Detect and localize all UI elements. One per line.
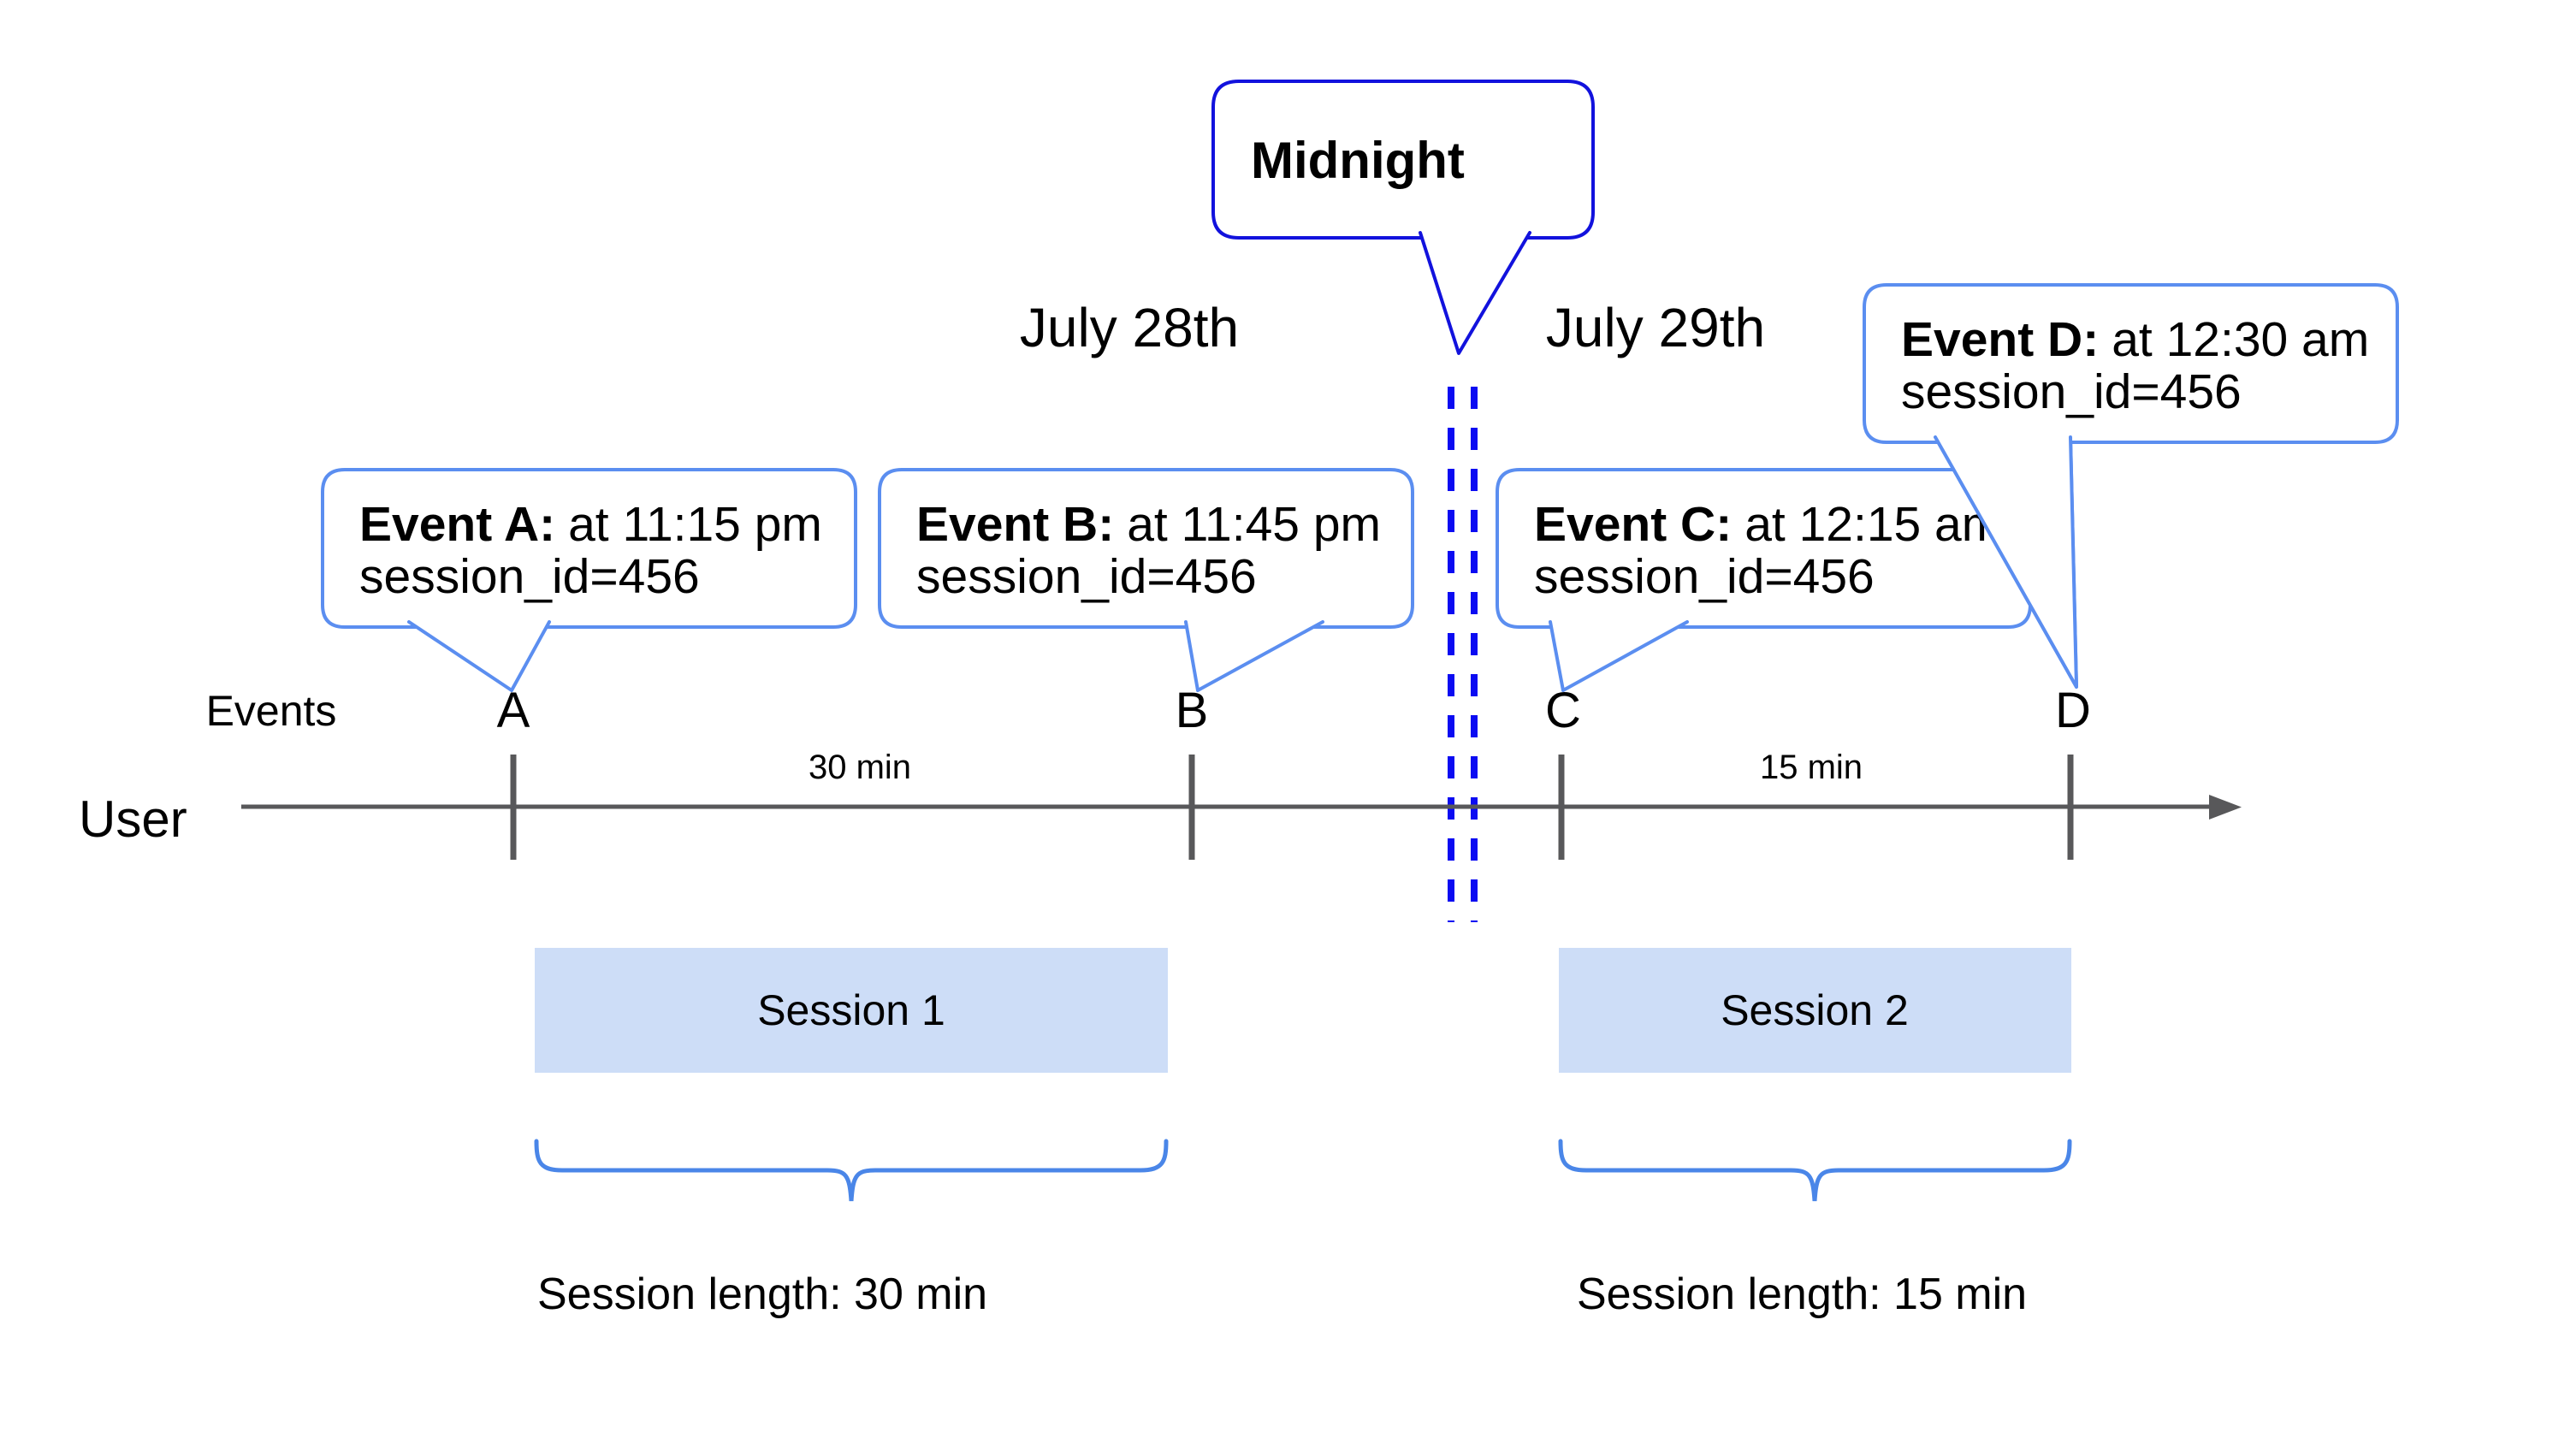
- event-a-callout-line1: Event A:at 11:15 pm: [359, 497, 822, 552]
- event-c-tail: [1549, 620, 1689, 692]
- session-2-box: [1559, 948, 2071, 1073]
- date-label-july-29: July 29th: [1546, 297, 1765, 358]
- event-d-callout-title: Event D:: [1901, 312, 2099, 367]
- session-2-label: Session 2: [1721, 986, 1909, 1034]
- gap-label-30min: 30 min: [809, 749, 911, 786]
- event-b-callout-line1: Event B:at 11:45 pm: [916, 497, 1381, 552]
- session-1-brace: [534, 1139, 1169, 1202]
- user-timeline-axis: [241, 755, 2242, 860]
- session-2-block: Session 2: [1559, 948, 2071, 1073]
- event-letter-d: D: [2055, 683, 2091, 738]
- event-c-callout-line1: Event C:at 12:15 am: [1534, 497, 2002, 552]
- event-a-callout: Event A:at 11:15 pm session_id=456: [321, 468, 857, 692]
- date-label-july-28: July 28th: [1020, 297, 1239, 358]
- event-b-tail: [1184, 620, 1324, 692]
- event-letter-a: A: [497, 683, 530, 738]
- event-c-callout: Event C:at 12:15 am session_id=456: [1496, 468, 2032, 692]
- gap-label-15min: 15 min: [1760, 749, 1863, 786]
- event-d-callout: Event D:at 12:30 am session_id=456: [1863, 283, 2399, 689]
- session-1-length-label: Session length: 30 min: [537, 1270, 987, 1319]
- session-2-brace: [1558, 1139, 2072, 1202]
- event-letter-c: C: [1545, 683, 1581, 738]
- event-a-bubble: [321, 468, 857, 629]
- session-1-block: Session 1: [535, 948, 1168, 1073]
- event-d-callout-session: session_id=456: [1901, 364, 2242, 419]
- timeline-arrowhead-icon: [2209, 795, 2242, 820]
- event-c-callout-title: Event C:: [1534, 497, 1732, 552]
- event-b-bubble: [878, 468, 1414, 629]
- midnight-divider: [1448, 387, 1478, 922]
- user-axis-caption: User: [79, 790, 187, 848]
- event-a-callout-title: Event A:: [359, 497, 555, 552]
- event-b-callout-title: Event B:: [916, 497, 1114, 552]
- session-2-length-label: Session length: 15 min: [1577, 1270, 2027, 1319]
- event-letter-b: B: [1176, 683, 1209, 738]
- midnight-callout-label: Midnight: [1251, 132, 1465, 189]
- midnight-callout-tail: [1419, 231, 1531, 355]
- event-a-callout-session: session_id=456: [359, 549, 700, 604]
- event-c-callout-time: at 12:15 am: [1744, 497, 2002, 552]
- event-d-callout-time: at 12:30 am: [2112, 312, 2369, 367]
- event-b-callout: Event B:at 11:45 pm session_id=456: [878, 468, 1414, 692]
- midnight-callout: Midnight: [1211, 80, 1595, 355]
- event-b-callout-session: session_id=456: [916, 549, 1257, 604]
- event-c-callout-session: session_id=456: [1534, 549, 1875, 604]
- session-1-label: Session 1: [757, 986, 945, 1034]
- session-1-box: [535, 948, 1168, 1073]
- event-d-tail-stroke: [1934, 435, 2078, 689]
- midnight-callout-bubble: [1211, 80, 1595, 240]
- event-a-tail: [407, 620, 551, 692]
- event-d-callout-line1: Event D:at 12:30 am: [1901, 312, 2369, 367]
- events-axis-caption: Events: [206, 687, 337, 735]
- event-d-bubble: [1863, 283, 2399, 444]
- event-b-callout-time: at 11:45 pm: [1127, 497, 1381, 552]
- event-a-callout-time: at 11:15 pm: [568, 497, 822, 552]
